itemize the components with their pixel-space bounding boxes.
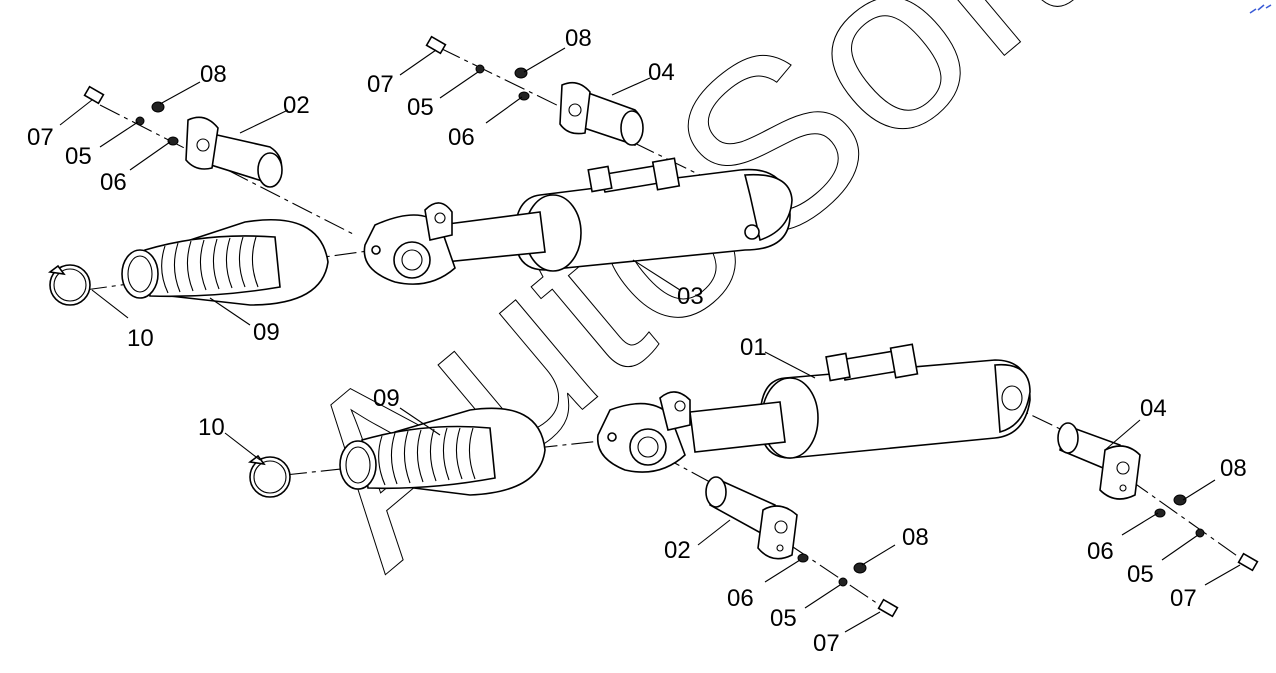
bolt-07-upper-left <box>83 85 105 105</box>
part-labels: 08 02 07 05 06 07 08 04 05 06 03 09 10 0… <box>27 25 1247 657</box>
upper-assembly <box>47 35 793 326</box>
label-upper-mid-06: 06 <box>448 124 475 151</box>
label-lower-right-07: 07 <box>1170 585 1197 612</box>
label-lower-right-08: 08 <box>1220 455 1247 482</box>
label-lower-right-05: 05 <box>1127 561 1154 588</box>
label-upper-06: 06 <box>100 169 127 196</box>
label-lower-right-06: 06 <box>1087 538 1114 565</box>
washer-05-upper-left <box>135 116 145 126</box>
label-upper-08: 08 <box>200 61 227 88</box>
label-lower-mid-07: 07 <box>813 630 840 657</box>
nut-06-lower-mid <box>797 553 809 563</box>
label-upper-mid-08: 08 <box>565 25 592 52</box>
bolt-07-upper-mid <box>425 35 447 55</box>
label-lower-10: 10 <box>198 414 225 441</box>
label-upper-mid-04: 04 <box>648 59 675 86</box>
label-upper-05: 05 <box>65 143 92 170</box>
hydraulic-cylinder-01 <box>596 343 1031 473</box>
label-upper-10: 10 <box>127 325 154 352</box>
label-upper-09: 09 <box>253 319 280 346</box>
label-lower-mid-08: 08 <box>902 524 929 551</box>
label-upper-mid-07: 07 <box>367 71 394 98</box>
label-upper-02: 02 <box>283 92 310 119</box>
nut-08-upper-left <box>151 101 165 113</box>
hydraulic-cylinder-03 <box>363 157 793 285</box>
bolt-07-lower-mid <box>877 598 899 618</box>
nut-08-lower-right <box>1173 494 1187 506</box>
label-upper-07: 07 <box>27 124 54 151</box>
lower-assembly <box>224 343 1259 633</box>
washer-05-upper-mid <box>475 64 485 74</box>
pin-04-lower <box>1057 422 1141 500</box>
nut-08-upper-mid <box>514 67 528 79</box>
pin-02 <box>185 116 283 188</box>
nut-06-upper-mid <box>518 91 530 101</box>
label-upper-mid-05: 05 <box>407 94 434 121</box>
clamp-ring-10 <box>47 264 91 306</box>
bellows-boot-09 <box>121 218 329 306</box>
pin-02-lower <box>705 476 798 560</box>
pin-04 <box>559 81 644 146</box>
label-lower-mid-05: 05 <box>770 605 797 632</box>
bolt-07-lower-right <box>1237 552 1259 572</box>
bellows-boot-09-lower <box>339 407 546 496</box>
label-lower-mid-06: 06 <box>727 585 754 612</box>
label-lower-02: 02 <box>664 537 691 564</box>
label-upper-03: 03 <box>677 283 704 310</box>
nut-06-upper-left <box>167 136 179 146</box>
label-lower-01: 01 <box>740 334 767 361</box>
label-lower-04: 04 <box>1140 395 1167 422</box>
nut-06-lower-right <box>1154 508 1166 518</box>
washer-05-lower-mid <box>838 577 848 587</box>
autosoft-corner-logo-icon <box>1249 4 1272 14</box>
nut-08-lower-mid <box>853 562 867 574</box>
clamp-ring-10-lower <box>247 454 291 498</box>
label-lower-09: 09 <box>373 385 400 412</box>
